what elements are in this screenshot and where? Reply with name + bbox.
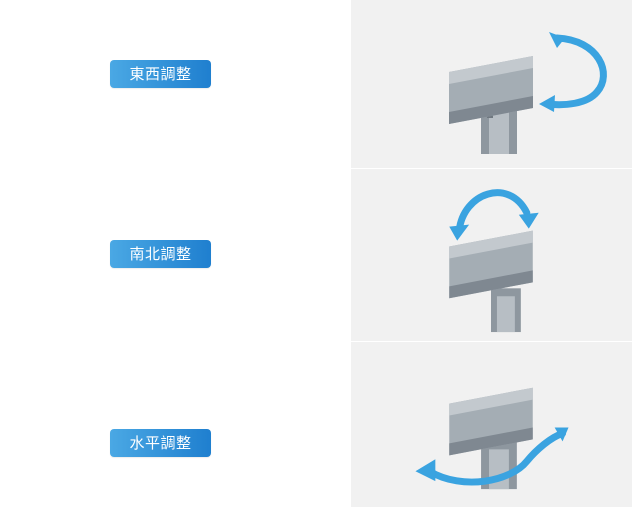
north-south-adjust-label: 南北調整 xyxy=(110,240,211,268)
east-west-adjust-label: 東西調整 xyxy=(110,60,211,88)
rotate-east-west-icon xyxy=(449,32,607,154)
north-south-illustration-panel xyxy=(351,168,632,341)
adjustment-row-east-west: 東西調整 xyxy=(0,0,632,168)
rotate-horizontal-icon xyxy=(415,387,569,490)
adjustment-row-horizontal: 水平調整 xyxy=(0,341,632,507)
horizontal-adjust-label: 水平調整 xyxy=(110,429,211,457)
adjustment-row-north-south: 南北調整 xyxy=(0,168,632,341)
rotate-north-south-icon xyxy=(449,189,539,333)
rotation-arrow xyxy=(455,189,531,235)
horizontal-illustration-panel xyxy=(351,341,632,507)
rotation-arrow xyxy=(425,429,567,486)
east-west-illustration-panel xyxy=(351,0,632,168)
rotation-arrow xyxy=(543,34,607,109)
